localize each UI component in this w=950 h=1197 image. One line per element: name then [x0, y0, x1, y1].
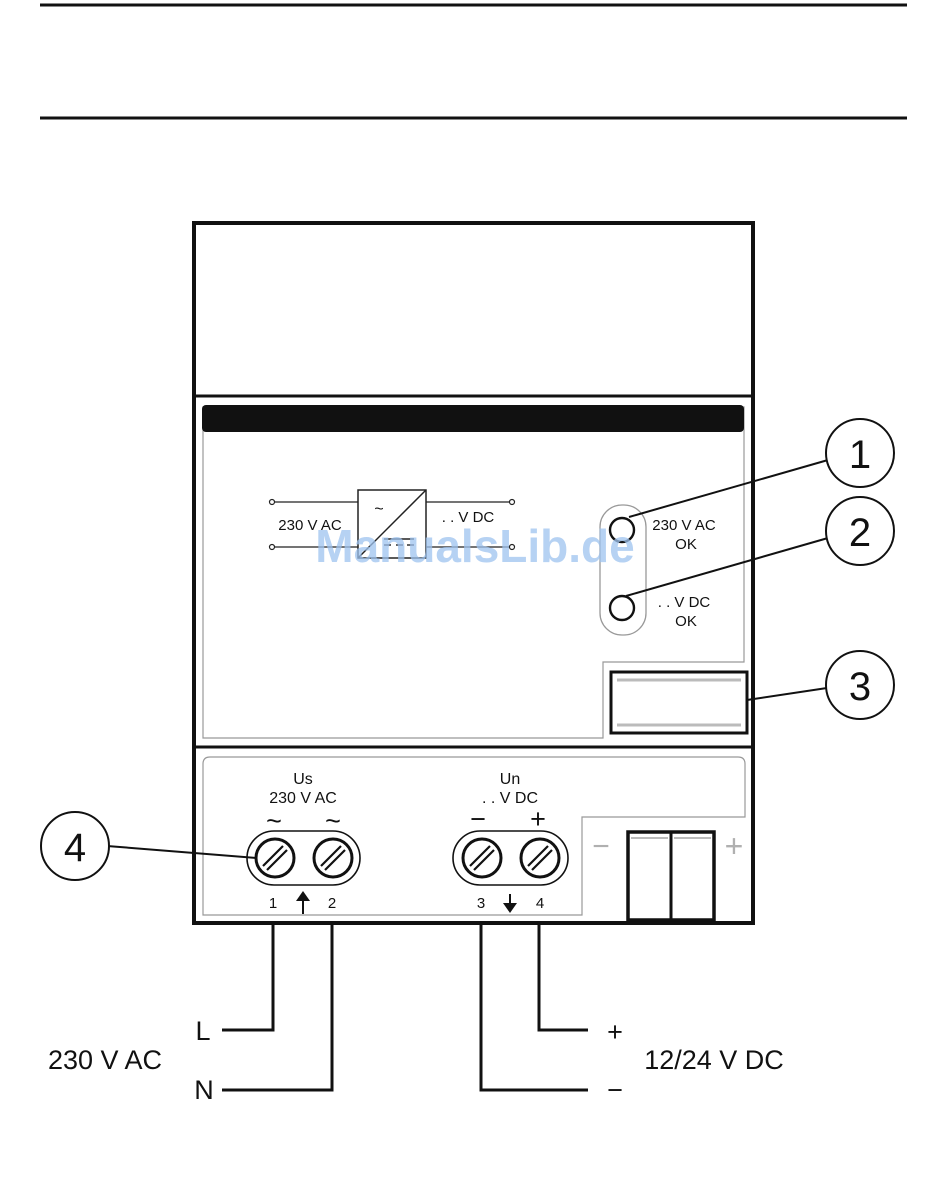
arrow-up-icon	[296, 891, 310, 914]
callout-2-number: 2	[849, 511, 871, 555]
arrow-down-icon	[503, 894, 517, 913]
callout-1-number: 1	[849, 433, 871, 477]
bus-plus-label: +	[725, 828, 744, 864]
callout-3: 3	[747, 651, 894, 719]
watermark: ManualsLib.de	[315, 520, 634, 572]
dc-output-label: 12/24 V DC	[644, 1045, 784, 1075]
callout-3-number: 3	[849, 665, 871, 709]
ac-supply-label: 230 V AC	[48, 1045, 162, 1075]
dc-plus-label: +	[607, 1017, 623, 1047]
led-dc-ok	[610, 596, 634, 620]
terminal-number-2: 2	[328, 895, 336, 912]
screw-terminal-3	[463, 839, 501, 877]
wire-label-l: L	[195, 1016, 210, 1046]
un-title: Un	[500, 771, 520, 788]
front-panel-header-bar	[202, 405, 744, 432]
us-voltage: 230 V AC	[269, 790, 337, 807]
callout-4: 4	[41, 812, 257, 880]
terminal-number-1: 1	[269, 895, 277, 912]
screw-terminal-4	[521, 839, 559, 877]
wire-label-n: N	[194, 1075, 214, 1105]
dc-minus-label: −	[607, 1075, 623, 1105]
un-minus-symbol: −	[470, 804, 486, 834]
screw-terminal-1	[256, 839, 294, 877]
label-field	[611, 672, 747, 733]
terminal-number-4: 4	[536, 895, 544, 912]
bus-minus-label: −	[592, 830, 610, 863]
led-dc-label-line1: . . V DC	[658, 594, 711, 611]
led-ac-label-line2: OK	[675, 536, 697, 553]
external-wires	[222, 922, 588, 1090]
un-plus-symbol: +	[530, 804, 546, 834]
converter-ac-symbol: ~	[374, 501, 383, 518]
screw-terminal-2	[314, 839, 352, 877]
bus-connector: − +	[592, 828, 743, 920]
callout-4-number: 4	[64, 826, 86, 870]
terminal-panel: Us 230 V AC ~ ~ Un . . V DC − +	[203, 757, 745, 915]
terminal-number-3: 3	[477, 895, 485, 912]
led-ac-label-line1: 230 V AC	[652, 517, 716, 534]
led-dc-label-line2: OK	[675, 613, 697, 630]
us-title: Us	[293, 771, 313, 788]
callout-2: 2	[626, 497, 894, 596]
